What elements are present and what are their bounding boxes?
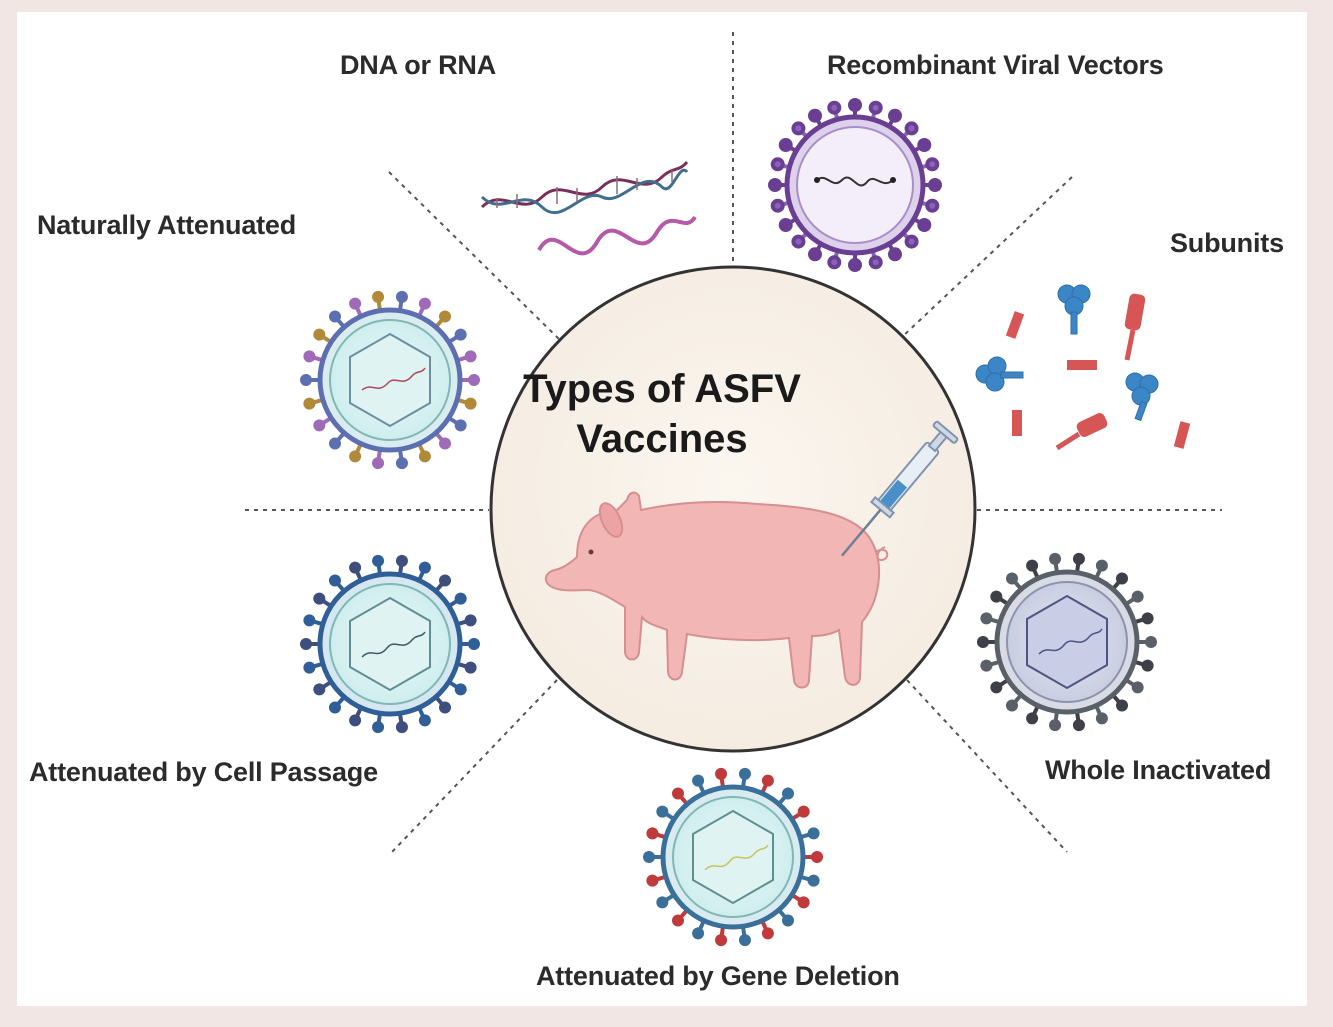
pig-tail-icon [874,546,889,562]
pig-icon [544,491,889,689]
label-attenuated-by-gene-deletion: Attenuated by Gene Deletion [536,961,900,991]
separator-lower-right [906,679,1068,853]
label-naturally-attenuated: Naturally Attenuated [37,210,297,240]
whole-inactivated-virus-icon [977,552,1157,732]
pig-ear-icon [598,502,624,538]
center-title-line-1: Types of ASFV [523,367,801,411]
subunit-proteins-icon [975,284,1191,451]
separator-lower-left [391,679,558,853]
diagram-canvas: DNA or RNA Recombinant Viral Vectors Nat… [17,12,1307,1006]
recombinant-virus-icon [768,98,942,272]
vaccine-types-diagram [245,32,1222,947]
label-whole-inactivated: Whole Inactivated [1045,755,1272,785]
center-title: Types of ASFV Vaccines [17,364,1307,464]
dna-helix-icon [480,160,689,215]
cell-passage-virus-icon [300,554,480,734]
center-title-line-2: Vaccines [576,417,748,461]
pig-eye-icon [588,549,594,555]
naturally-attenuated-virus-icon [300,290,480,470]
gene-deletion-virus-icon [643,767,823,947]
syringe-icon [841,420,959,557]
label-recombinant-viral-vectors: Recombinant Viral Vectors [827,50,1164,80]
label-dna-or-rna: DNA or RNA [340,50,496,80]
label-attenuated-by-cell-passage: Attenuated by Cell Passage [29,757,378,787]
label-subunits: Subunits [1170,228,1284,258]
rna-strand-icon [537,215,697,256]
separator-lines [245,32,1222,853]
separator-upper-right [901,176,1073,338]
